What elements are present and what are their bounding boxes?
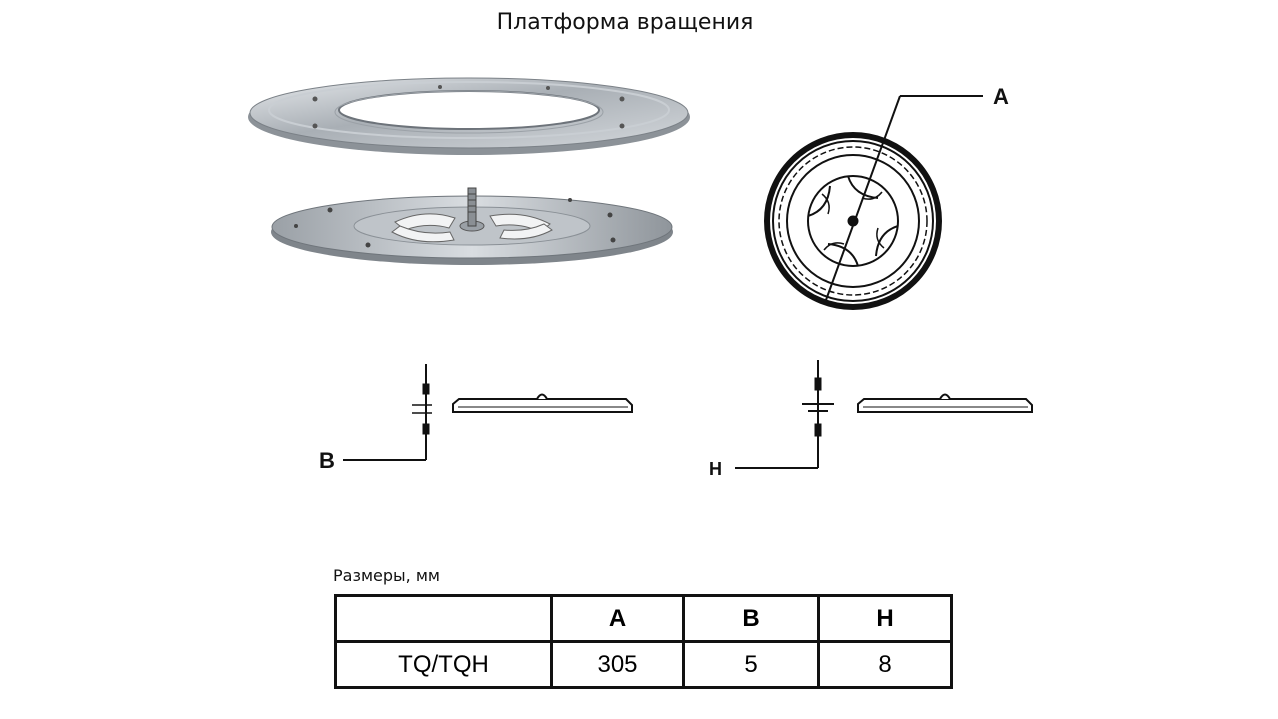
table-header-b: B <box>682 594 820 643</box>
base-plate-photo <box>271 187 673 265</box>
page-title: Платформа вращения <box>496 10 754 35</box>
table-header-a: A <box>550 594 685 643</box>
table-cell-model: TQ/TQH <box>334 640 553 689</box>
dimension-label-b: B <box>319 448 335 473</box>
side-view-h-drawing <box>735 360 1033 469</box>
top-view-drawing <box>764 95 983 310</box>
dimensions-table: A B H TQ/TQH 305 5 8 <box>334 594 953 689</box>
table-header-h: H <box>817 594 953 643</box>
table-header-row: A B H <box>334 594 953 643</box>
ring-photo <box>248 77 690 155</box>
table-cell-b: 5 <box>682 640 820 689</box>
product-drawings <box>248 77 1033 469</box>
table-cell-a: 305 <box>550 640 685 689</box>
dimension-label-h: H <box>709 459 722 479</box>
side-view-b-drawing <box>343 364 633 461</box>
table-caption: Размеры, мм <box>333 566 440 585</box>
table-cell-h: 8 <box>817 640 953 689</box>
table-row: TQ/TQH 305 5 8 <box>334 640 953 689</box>
dimension-label-a: A <box>993 84 1009 109</box>
table-header-empty <box>334 594 553 643</box>
